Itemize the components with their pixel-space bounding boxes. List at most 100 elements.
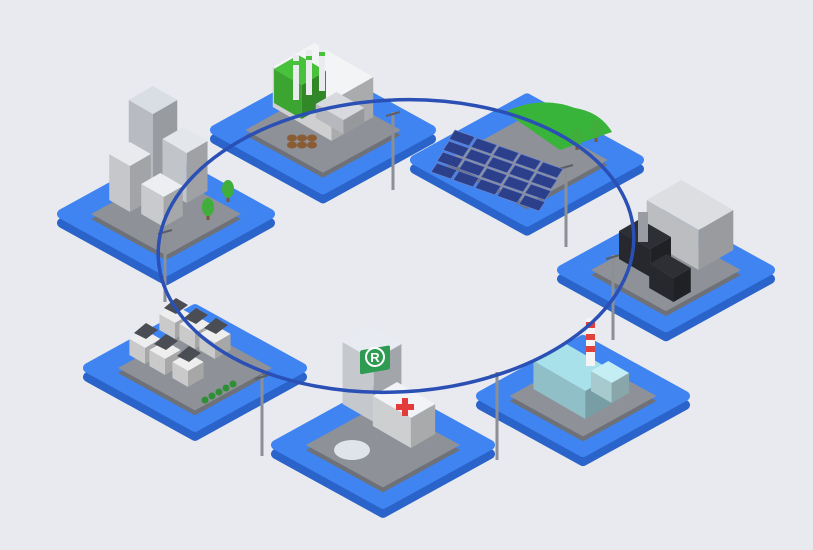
solar-panel [486, 156, 514, 174]
log-pile [307, 134, 317, 142]
office-tower-left [109, 142, 151, 212]
chimney-stripe [586, 346, 595, 352]
factory-building-left-face [533, 361, 586, 419]
solar-panel [536, 161, 564, 179]
log-pile [307, 141, 317, 149]
solar-panel [508, 164, 536, 182]
house [199, 325, 231, 359]
house-left-face [159, 314, 175, 339]
solar-panel [452, 170, 480, 188]
solar-panel [442, 140, 470, 158]
data-center-rack-front-right-face [673, 268, 691, 302]
solar-panel [430, 162, 458, 180]
red-cross-icon [396, 398, 414, 416]
house-top-face [159, 305, 191, 323]
factory-annex-right-face [611, 373, 630, 403]
chimney [306, 50, 312, 95]
solar-panel [524, 183, 552, 201]
data-center-hall-top-face [646, 180, 734, 230]
chimney-band [306, 56, 312, 60]
pole-crossarm [385, 111, 401, 117]
house-right-face [215, 334, 231, 359]
hospital-wing-right-face [410, 404, 436, 448]
green-hill [505, 102, 612, 150]
hospital-sign-letter: R [370, 350, 380, 365]
office-tower-front-top-face [141, 173, 183, 197]
house-left-face [172, 362, 188, 387]
chimney-band [293, 61, 299, 65]
solar-panel [530, 172, 558, 190]
chimney [293, 55, 299, 100]
house-top-face [179, 315, 211, 333]
factory-annex [590, 361, 630, 403]
tree-trunk [206, 214, 210, 220]
log-pile [297, 141, 307, 149]
office-tower-left-top-face [109, 142, 151, 166]
house-left-face [149, 350, 165, 375]
hedge [201, 396, 209, 404]
log-pile [287, 141, 297, 149]
solar-panel [492, 145, 520, 163]
tree-icon [222, 180, 234, 198]
house-right-face [188, 362, 204, 387]
solar-panel [502, 175, 530, 193]
power-plant-annex-left-face [315, 104, 344, 134]
house-roof [204, 318, 228, 334]
log-pile [287, 134, 297, 142]
solar-panel [470, 137, 498, 155]
power-ring-cable [156, 97, 636, 395]
data-center-rack-block-left-face [619, 231, 651, 277]
solar-panel [518, 194, 546, 212]
hedge [208, 392, 216, 400]
factory-chimney [586, 318, 595, 366]
hospital-wing-left-face [372, 396, 411, 448]
pole-crossarm [254, 374, 270, 380]
solar-panel [458, 159, 486, 177]
office-tower-right-top-face [162, 127, 208, 153]
office-tower-left-left-face [109, 154, 130, 212]
chimney-band [319, 52, 325, 56]
pole-crossarm [605, 254, 621, 260]
log-pile [297, 134, 307, 142]
house-roof [154, 334, 178, 350]
data-center-hall-right-face [698, 210, 734, 270]
hedge [222, 384, 230, 392]
house-top-face [129, 330, 161, 348]
solar-panel [496, 186, 524, 204]
house [172, 353, 204, 387]
tree-icon [590, 120, 602, 138]
hospital-rotunda [334, 440, 370, 460]
tree-trunk [594, 136, 598, 142]
house-left-face [199, 334, 215, 359]
cooling-unit [638, 212, 648, 242]
house-top-face [172, 353, 204, 371]
house-top-face [149, 341, 181, 359]
office-tower-front [141, 173, 183, 227]
house-left-face [179, 324, 195, 349]
tree-icon [202, 198, 214, 216]
hospital-sign: R [360, 345, 390, 375]
factory-annex-top-face [590, 361, 630, 383]
solar-panel [436, 151, 464, 169]
data-center-hall [646, 180, 734, 270]
solar-panel [464, 148, 492, 166]
data-center-hall-left-face [646, 200, 699, 270]
house-roof [184, 308, 208, 324]
tree-trunk [226, 196, 230, 202]
house-left-face [129, 339, 145, 364]
solar-panel [448, 129, 476, 147]
buildings-layer [109, 43, 734, 460]
power-plant-green-block-top-face [274, 55, 326, 85]
solar-panel [480, 167, 508, 185]
house-roof [177, 346, 201, 362]
solar-panel [514, 153, 542, 171]
factory-annex-left-face [590, 371, 612, 403]
house-roof [134, 323, 158, 339]
tile-hospital [271, 381, 495, 518]
tile-hospital-platform [305, 402, 461, 488]
hedge [215, 388, 223, 396]
hedge [229, 380, 237, 388]
power-plant-annex-right-face [343, 108, 365, 134]
chimney-stripe [586, 334, 595, 340]
